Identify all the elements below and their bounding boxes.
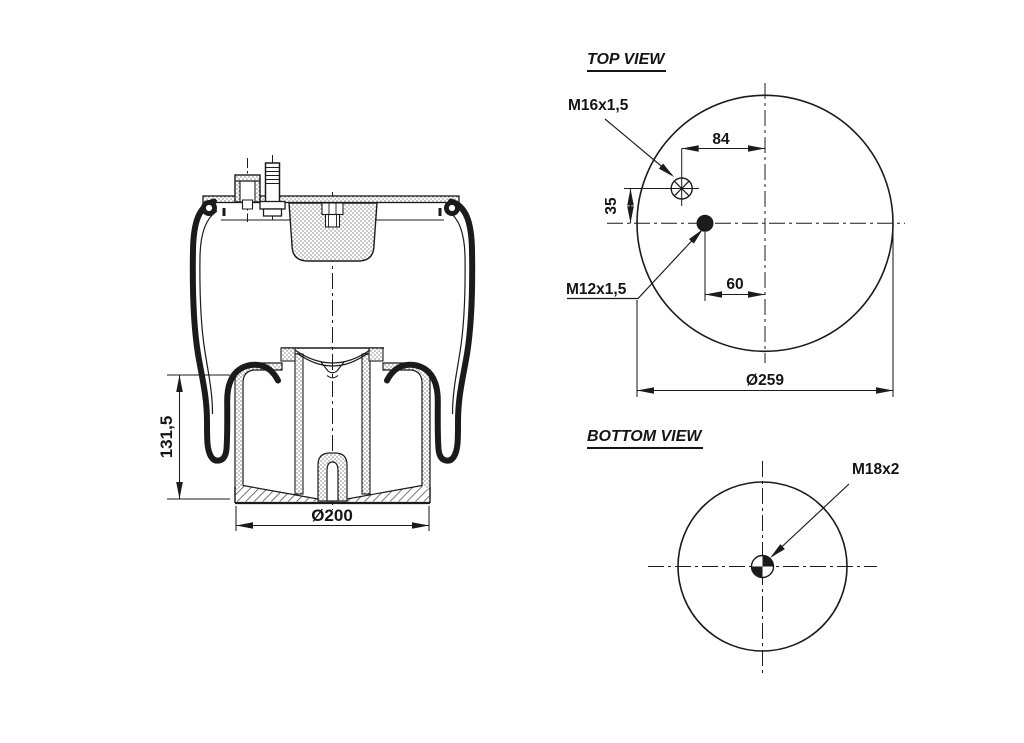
m18-bolt-symbol — [750, 554, 775, 579]
rubber-bumper — [288, 202, 378, 262]
dim-200-label: Ø200 — [311, 506, 353, 525]
top-view-drawing — [567, 83, 905, 397]
dimension-height — [167, 374, 230, 500]
m18-leader — [767, 483, 850, 561]
dimension-base-diameter — [235, 506, 430, 531]
piston — [234, 347, 431, 505]
bottom-view-title: BOTTOM VIEW — [587, 428, 704, 449]
side-view-drawing — [167, 155, 476, 531]
dimension-84 — [681, 145, 765, 152]
m12-leader — [567, 226, 706, 300]
mounting-stud — [259, 162, 286, 217]
dim-35-label: 35 — [603, 197, 620, 215]
m12-thread-label: M12x1,5 — [566, 281, 627, 298]
m18-thread-label: M18x2 — [852, 461, 900, 478]
bellows — [189, 198, 476, 464]
air-port-fitting — [234, 174, 261, 210]
dim-60-label: 60 — [726, 276, 744, 293]
dimension-35 — [624, 187, 666, 224]
m16-leader — [604, 118, 677, 180]
m16-port-symbol — [666, 148, 699, 206]
dimension-60 — [704, 232, 765, 301]
m12-stud-symbol — [696, 214, 714, 232]
top-view-title: TOP VIEW — [587, 51, 667, 72]
bottom-view-drawing — [648, 461, 877, 673]
dim-84-label: 84 — [712, 131, 730, 148]
dim-259-label: Ø259 — [746, 372, 784, 389]
dim-height-label: 131,5 — [157, 415, 176, 459]
piston-base-funnel — [235, 485, 430, 502]
m16-thread-label: M16x1,5 — [568, 97, 629, 114]
dimension-outer-diameter — [636, 229, 894, 397]
